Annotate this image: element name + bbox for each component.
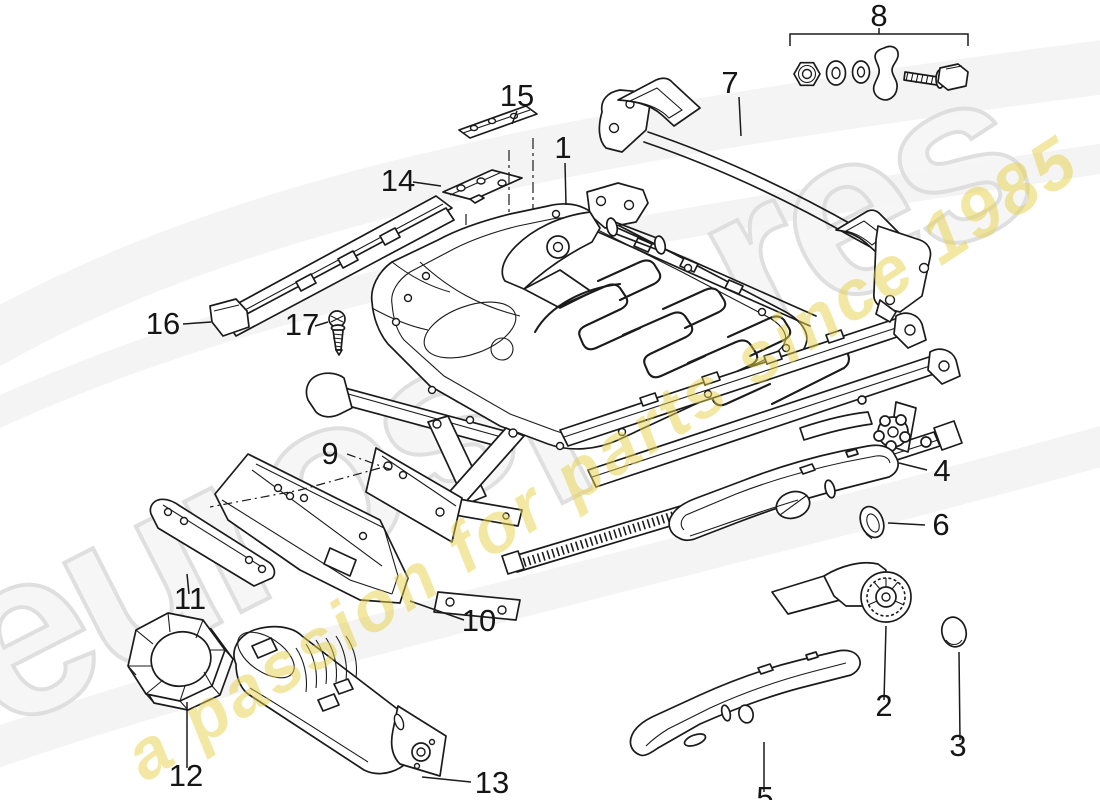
callout-9: 9 — [321, 436, 338, 471]
part-15-plate-drawing — [458, 105, 538, 139]
leader-line-4 — [898, 462, 928, 471]
part-14-plate-drawing — [442, 169, 523, 204]
leader-line-1 — [564, 162, 567, 206]
callout-12: 12 — [169, 758, 203, 793]
leader-line-15 — [511, 110, 518, 125]
callout-11: 11 — [174, 581, 206, 616]
leader-line-16 — [182, 321, 212, 325]
callout-group: 1 2 3 4 5 6 7 8 9 10 11 12 13 14 15 16 1… — [146, 0, 967, 800]
part-13-cylinder-drawing — [233, 625, 447, 777]
part-1-seat-frame-drawing — [305, 182, 963, 621]
callout-8: 8 — [870, 0, 887, 33]
part-10-tray-drawing — [214, 453, 409, 604]
callout-7: 7 — [721, 65, 738, 100]
leader-line-14 — [412, 181, 442, 187]
part-8-hardware-drawing — [789, 28, 969, 101]
callout-4: 4 — [933, 453, 950, 488]
part-16-rail-drawing — [209, 195, 455, 337]
leader-line-7 — [738, 96, 742, 137]
callout-5: 5 — [756, 780, 773, 800]
callout-10: 10 — [462, 603, 496, 638]
leader-line-17 — [314, 321, 329, 327]
callout-6: 6 — [932, 507, 949, 542]
callout-1: 1 — [554, 130, 571, 165]
part-17-screw-drawing — [328, 310, 346, 356]
callout-15: 15 — [500, 78, 534, 113]
leader-line-13 — [421, 776, 472, 783]
part-7-cross-brace-drawing — [598, 77, 932, 323]
callout-14: 14 — [381, 163, 415, 198]
callout-13: 13 — [475, 765, 509, 800]
leader-line-2 — [883, 625, 887, 701]
part-6-clip-drawing — [859, 505, 885, 540]
callout-17: 17 — [285, 307, 319, 342]
callout-3: 3 — [949, 728, 966, 763]
callout-16: 16 — [146, 306, 180, 341]
callout-2: 2 — [875, 688, 892, 723]
part-2-handle-drawing — [771, 561, 912, 623]
leader-line-9 — [346, 453, 393, 471]
part-11-strap-drawing — [149, 498, 276, 587]
part-4-trim-panel-drawing — [668, 444, 899, 542]
leader-line-10 — [409, 600, 465, 621]
part-12-ring-drawing — [127, 612, 234, 711]
bracket-alignment-line — [209, 467, 381, 508]
part-5-trim-panel-drawing — [629, 649, 861, 757]
leader-line-11 — [186, 573, 190, 595]
leader-line-3 — [958, 651, 961, 741]
leader-line-6 — [887, 522, 926, 526]
part-3-cap-drawing — [940, 616, 968, 648]
